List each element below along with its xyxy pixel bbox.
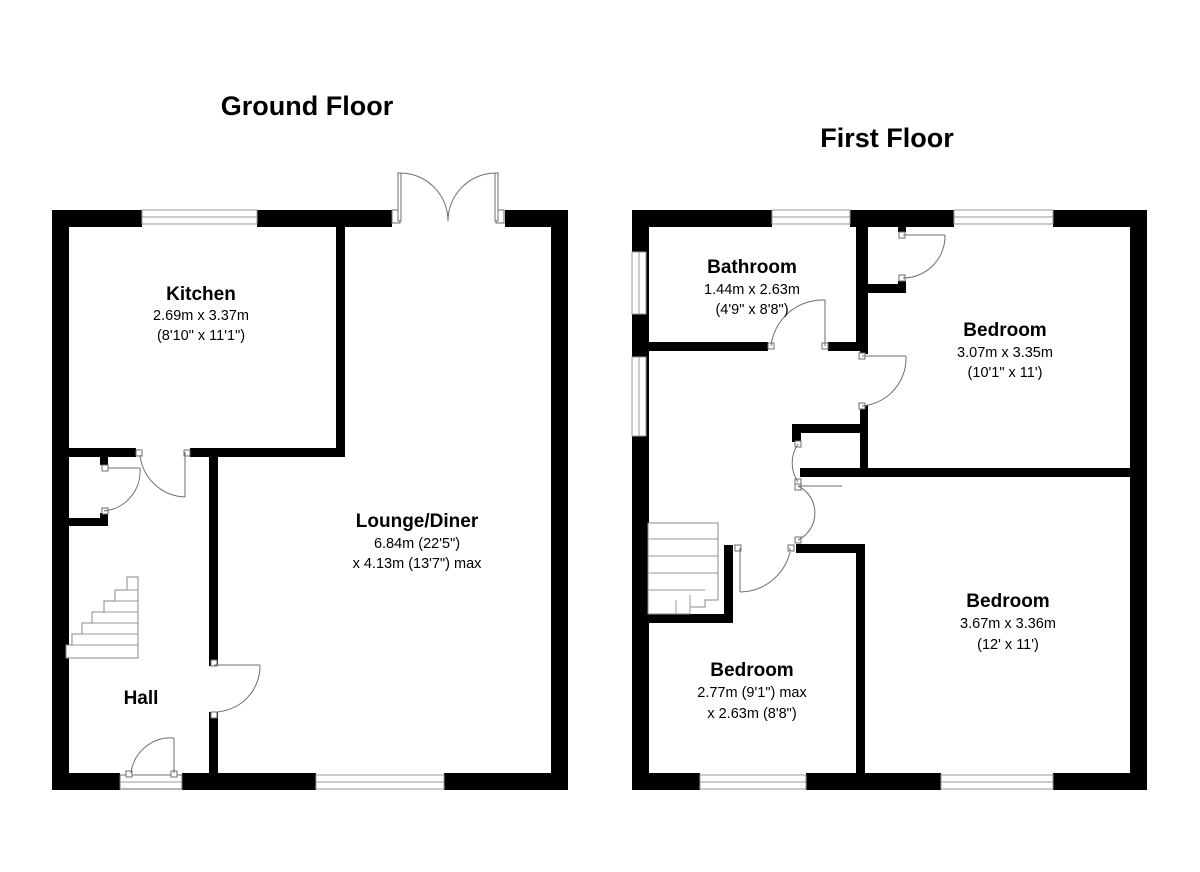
bedroom1-dimensions-metric: 3.07m x 3.35m xyxy=(957,345,1053,361)
lounge-door xyxy=(210,659,261,719)
ground-floor-stairs xyxy=(65,576,139,659)
kitchen-name: Kitchen xyxy=(166,284,236,305)
bedroom3-door xyxy=(734,544,795,593)
kitchen-dimensions-imperial: (8'10" x 11'1") xyxy=(157,328,245,344)
bedroom2-door xyxy=(794,483,842,544)
kitchen-dimensions-metric: 2.69m x 3.37m xyxy=(153,308,249,324)
bedroom2-dimensions-metric: 3.67m x 3.36m xyxy=(960,616,1056,632)
cupboard-door xyxy=(101,464,141,515)
bedroom3-dimensions-line2: x 2.63m (8'8") xyxy=(707,706,796,722)
ground-floor-title: Ground Floor xyxy=(221,91,394,121)
lounge-window xyxy=(315,774,445,790)
hall-name: Hall xyxy=(124,688,159,709)
kitchen-door xyxy=(135,449,191,498)
bedroom1-label: Bedroom 3.07m x 3.35m (10'1" x 11') xyxy=(957,320,1053,381)
bathroom-dimensions-metric: 1.44m x 2.63m xyxy=(704,282,800,298)
lounge-diner-label: Lounge/Diner 6.84m (22'5") x 4.13m (13'7… xyxy=(353,511,483,572)
bathroom-door xyxy=(767,299,829,350)
bedroom3-window xyxy=(699,774,807,790)
lounge-diner-name: Lounge/Diner xyxy=(356,511,479,532)
kitchen-label: Kitchen 2.69m x 3.37m (8'10" x 11'1") xyxy=(153,284,249,344)
bedroom2-name: Bedroom xyxy=(966,591,1049,612)
wardrobe-door xyxy=(898,231,946,282)
lounge-diner-dimensions-line2: x 4.13m (13'7") max xyxy=(353,556,483,572)
bathroom-side-window xyxy=(631,251,647,315)
kitchen-window xyxy=(141,209,258,225)
ground-floor-plan: Ground Floor xyxy=(52,91,568,790)
bedroom1-door xyxy=(858,352,907,410)
ground-floor-outer-walls xyxy=(52,210,568,790)
bathroom-label: Bathroom 1.44m x 2.63m (4'9" x 8'8") xyxy=(704,257,800,318)
bedroom3-name: Bedroom xyxy=(710,660,793,681)
bedroom3-dimensions-line1: 2.77m (9'1") max xyxy=(697,685,807,701)
landing-side-window xyxy=(631,356,647,437)
bedroom2-window xyxy=(940,774,1054,790)
bedroom1-name: Bedroom xyxy=(963,320,1046,341)
first-floor-stairs xyxy=(647,522,719,615)
front-door xyxy=(119,737,183,790)
bedroom2-label: Bedroom 3.67m x 3.36m (12' x 11') xyxy=(960,591,1056,653)
bedroom3-label: Bedroom 2.77m (9'1") max x 2.63m (8'8") xyxy=(697,660,807,722)
first-floor-plan: First Floor xyxy=(631,123,1147,790)
bathroom-window xyxy=(771,209,851,225)
bedroom1-window xyxy=(953,209,1054,225)
lounge-diner-dimensions-line1: 6.84m (22'5") xyxy=(374,536,460,552)
bedroom1-dimensions-imperial: (10'1" x 11') xyxy=(968,365,1043,381)
bathroom-dimensions-imperial: (4'9" x 8'8") xyxy=(715,302,788,318)
first-floor-outer-walls xyxy=(632,210,1147,790)
ground-floor-internal-walls xyxy=(66,224,345,776)
bathroom-name: Bathroom xyxy=(707,257,797,278)
french-doors xyxy=(391,172,505,224)
first-floor-internal-walls xyxy=(646,224,1133,776)
airing-cupboard-door xyxy=(791,440,802,486)
bedroom2-dimensions-imperial: (12' x 11') xyxy=(977,637,1039,653)
first-floor-title: First Floor xyxy=(820,123,954,153)
